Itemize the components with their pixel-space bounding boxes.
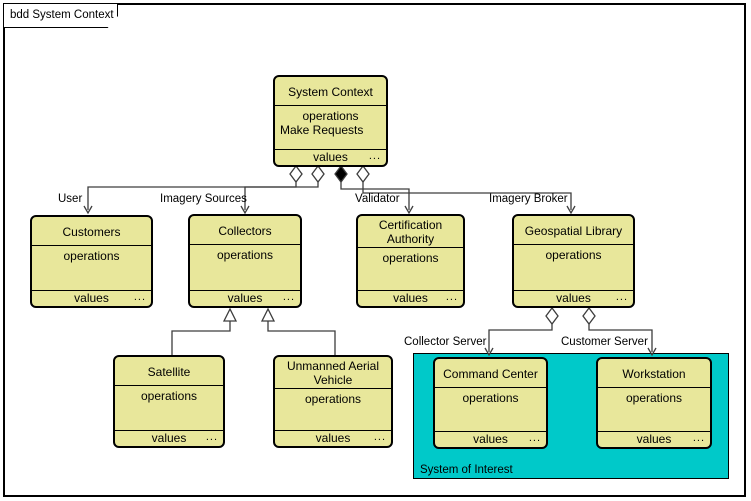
block-workstation[interactable]: Workstation operations values ... xyxy=(596,357,712,449)
block-certification-authority[interactable]: Certification Authority operations value… xyxy=(356,214,465,308)
operations-label: operations xyxy=(216,248,274,262)
block-title: Satellite xyxy=(115,357,223,386)
role-label-imagery-broker[interactable]: Imagery Broker xyxy=(489,193,568,205)
values-compartment: values ... xyxy=(32,291,151,306)
block-satellite[interactable]: Satellite operations values ... xyxy=(113,355,225,448)
values-compartment: values ... xyxy=(514,291,633,306)
operations-compartment: operations Make Requests xyxy=(275,106,386,150)
operations-compartment: operations xyxy=(435,388,546,432)
operations-label: operations xyxy=(545,248,602,262)
open-arrowhead xyxy=(405,206,413,213)
values-ellipsis[interactable]: ... xyxy=(373,431,386,443)
filled-diamond[interactable] xyxy=(335,166,347,182)
association-user[interactable] xyxy=(84,182,296,213)
block-geospatial-library[interactable]: Geospatial Library operations values ... xyxy=(512,214,635,308)
association-validator[interactable] xyxy=(341,182,413,213)
values-compartment: values ... xyxy=(358,291,463,306)
values-label: values xyxy=(636,432,672,446)
block-command-center[interactable]: Command Center operations values ... xyxy=(433,357,548,449)
values-label: values xyxy=(227,291,263,305)
operations-label: operations xyxy=(625,391,683,405)
values-label: values xyxy=(393,291,428,305)
values-ellipsis[interactable]: ... xyxy=(692,432,705,444)
block-title: Geospatial Library xyxy=(514,216,633,245)
values-label: values xyxy=(151,431,187,445)
operations-label: operations xyxy=(462,391,519,405)
open-arrowhead xyxy=(485,348,493,355)
operations-label: operations xyxy=(382,251,439,265)
block-title: Collectors xyxy=(190,216,300,245)
generalization-satellite[interactable] xyxy=(172,309,236,355)
operations-label: operations xyxy=(140,389,198,403)
aggregation-customer-server[interactable] xyxy=(583,308,656,355)
values-ellipsis[interactable]: ... xyxy=(445,291,458,303)
values-compartment: values ... xyxy=(435,432,546,447)
association-imagery-sources[interactable] xyxy=(241,182,318,213)
values-compartment: values ... xyxy=(275,150,386,165)
values-ellipsis[interactable]: ... xyxy=(528,432,541,444)
association-imagery-broker[interactable] xyxy=(363,182,575,213)
diagram-tab: bdd System Context xyxy=(3,3,118,28)
operations-compartment: operations xyxy=(358,248,463,291)
aggregation-collector-server[interactable] xyxy=(485,308,558,355)
values-label: values xyxy=(313,150,348,164)
block-title: Customers xyxy=(32,217,151,246)
operations-compartment: operations xyxy=(32,246,151,291)
role-label-collector-server[interactable]: Collector Server xyxy=(404,336,487,348)
role-label-validator[interactable]: Validator xyxy=(355,193,400,205)
diagram-frame xyxy=(3,3,746,497)
values-label: values xyxy=(473,432,508,446)
generalization-uav[interactable] xyxy=(262,309,335,355)
operations-compartment: operations xyxy=(514,245,633,291)
role-label-customer-server[interactable]: Customer Server xyxy=(561,336,648,348)
hollow-triangle xyxy=(224,309,236,321)
values-ellipsis[interactable]: ... xyxy=(282,291,295,303)
open-diamond[interactable] xyxy=(312,166,324,182)
block-system-context[interactable]: System Context operations Make Requests … xyxy=(273,75,388,167)
open-arrowhead xyxy=(241,206,249,213)
operations-label: operations xyxy=(304,392,362,406)
open-diamond xyxy=(583,308,595,324)
open-arrowhead xyxy=(84,206,92,213)
values-compartment: values ... xyxy=(598,432,710,447)
values-label: values xyxy=(556,291,591,305)
values-compartment: values ... xyxy=(190,291,300,306)
role-label-imagery-sources[interactable]: Imagery Sources xyxy=(160,193,247,205)
block-collectors[interactable]: Collectors operations values ... xyxy=(188,214,302,308)
block-unmanned-aerial-vehicle[interactable]: Unmanned Aerial Vehicle operations value… xyxy=(273,355,393,448)
values-compartment: values ... xyxy=(115,431,223,446)
hollow-triangle xyxy=(262,309,274,321)
block-title: Unmanned Aerial Vehicle xyxy=(275,357,391,389)
operations-compartment: operations xyxy=(190,245,300,291)
open-diamond[interactable] xyxy=(357,166,369,182)
diagram-tab-label: bdd System Context xyxy=(10,9,114,21)
operations-compartment: operations xyxy=(115,386,223,431)
operations-label: operations xyxy=(63,249,120,263)
operations-label: operations xyxy=(302,109,359,123)
operations-compartment: operations xyxy=(275,389,391,431)
region-label: System of Interest xyxy=(420,464,513,476)
block-title: Certification Authority xyxy=(358,216,463,248)
operation-make-requests[interactable]: Make Requests xyxy=(280,123,364,137)
open-arrowhead xyxy=(648,348,656,355)
values-compartment: values ... xyxy=(275,431,391,446)
block-title: Command Center xyxy=(435,359,546,388)
block-title: System Context xyxy=(275,77,386,106)
values-ellipsis[interactable]: ... xyxy=(133,291,146,303)
role-label-user[interactable]: User xyxy=(58,193,83,205)
values-label: values xyxy=(74,291,109,305)
block-customers[interactable]: Customers operations values ... xyxy=(30,215,153,308)
block-title: Workstation xyxy=(598,359,710,388)
values-label: values xyxy=(315,431,351,445)
values-ellipsis[interactable]: ... xyxy=(205,431,218,443)
open-diamond[interactable] xyxy=(290,166,302,182)
operations-compartment: operations xyxy=(598,388,710,432)
open-arrowhead xyxy=(567,206,575,213)
values-ellipsis[interactable]: ... xyxy=(615,291,628,303)
values-ellipsis[interactable]: ... xyxy=(368,150,381,162)
open-diamond xyxy=(546,308,558,324)
